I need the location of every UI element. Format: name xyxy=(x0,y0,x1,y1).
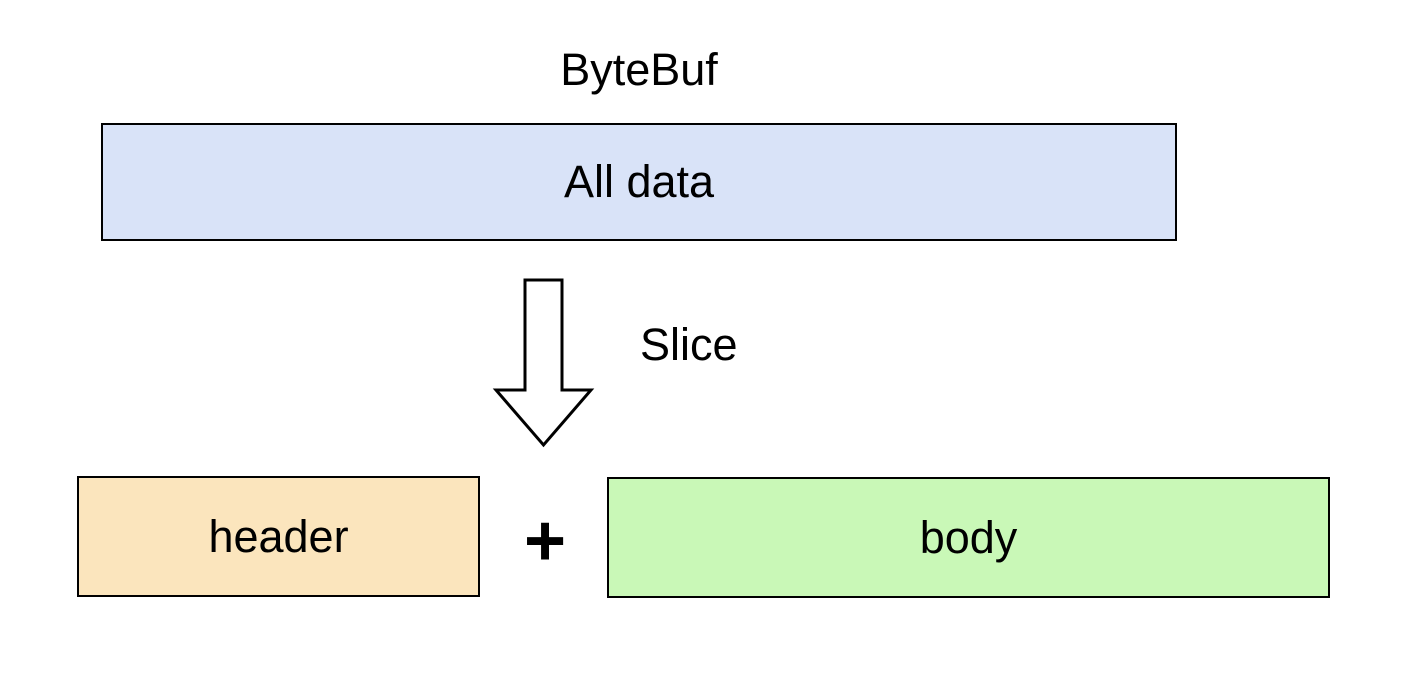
header-box: header xyxy=(77,476,480,597)
all-data-label: All data xyxy=(563,156,715,207)
slice-operation-label: Slice xyxy=(640,319,738,370)
body-label: body xyxy=(919,511,1018,563)
all-data-box: All data xyxy=(101,123,1177,241)
header-label: header xyxy=(208,510,349,562)
body-box: body xyxy=(607,477,1330,598)
diagram-title: ByteBuf xyxy=(560,44,718,95)
plus-sign: + xyxy=(523,501,567,581)
slice-arrow-icon xyxy=(489,277,597,449)
